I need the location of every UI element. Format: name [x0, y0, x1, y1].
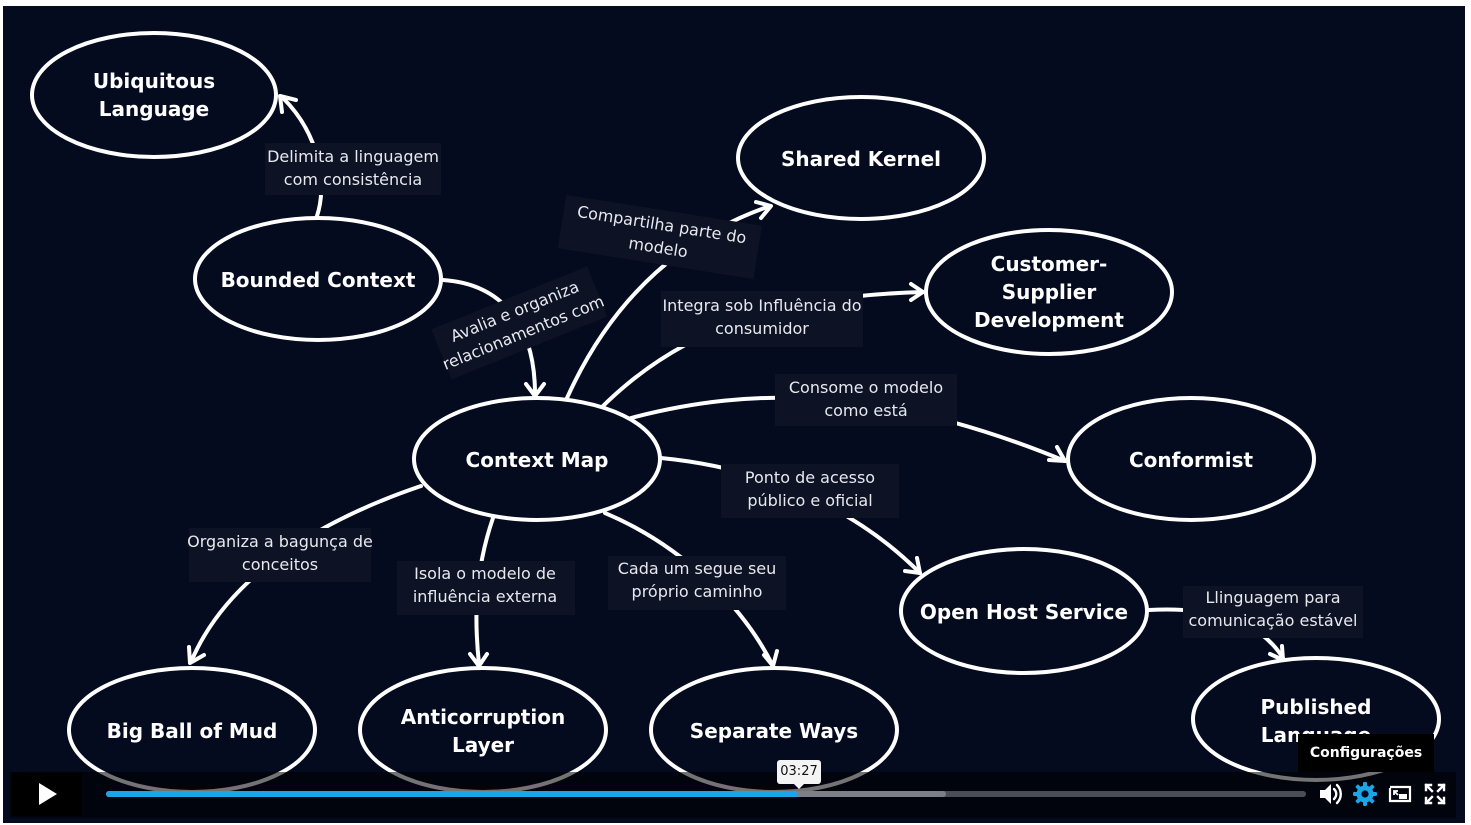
play-button[interactable] — [12, 772, 82, 816]
label-ponto: Ponto de acesso público e oficial — [721, 464, 899, 518]
arrowhead-contextmap — [524, 382, 546, 398]
label-integra-line-1: Integra sob Influência do — [662, 296, 861, 315]
node-shared-kernel: Shared Kernel — [736, 95, 986, 221]
arrowhead-shared — [754, 200, 773, 220]
label-delimita-line-1: Delimita a linguagem — [267, 147, 439, 166]
arrowhead-bigball — [187, 645, 206, 665]
volume-icon[interactable] — [1316, 780, 1344, 808]
video-player[interactable]: Delimita a linguagem com consistência Co… — [3, 6, 1465, 823]
label-consome-line-2: como está — [824, 401, 907, 420]
node-anticorruption-line-1: Anticorruption — [401, 705, 565, 729]
node-big-ball-of-mud: Big Ball of Mud — [67, 666, 317, 794]
label-organiza: Organiza a bagunça de conceitos — [187, 528, 373, 582]
label-isola-line-1: Isola o modelo de — [414, 564, 556, 583]
edge-contextmap-to-shared — [565, 204, 772, 400]
arrowhead-conformist — [1047, 445, 1067, 463]
node-conformist-line-1: Conformist — [1129, 448, 1254, 472]
node-big-ball-line-1: Big Ball of Mud — [107, 719, 278, 743]
node-customer-line-3: Development — [974, 308, 1124, 332]
node-separate-ways: Separate Ways — [649, 666, 899, 794]
play-icon — [39, 783, 57, 805]
label-delimita: Delimita a linguagem com consistência — [265, 143, 441, 195]
node-conformist: Conformist — [1066, 396, 1316, 522]
label-organiza-line-1: Organiza a bagunça de — [187, 532, 373, 551]
node-shared-kernel-line-1: Shared Kernel — [781, 147, 941, 171]
node-ubiquitous-line-2: Language — [99, 97, 209, 121]
label-llinguagem-line-2: comunicação estável — [1189, 611, 1358, 630]
player-control-bar — [10, 772, 1456, 818]
label-consome: Consome o modelo como está — [775, 374, 957, 426]
label-organiza-line-2: conceitos — [242, 555, 318, 574]
label-consome-line-1: Consome o modelo — [789, 378, 943, 397]
label-cada: Cada um segue seu próprio caminho — [608, 556, 786, 610]
arrowhead-separate — [762, 649, 779, 668]
arrowhead-customer — [909, 282, 925, 302]
time-tooltip: 03:27 — [777, 760, 821, 789]
label-cada-line-2: próprio caminho — [632, 582, 763, 601]
picture-in-picture-icon[interactable] — [1386, 780, 1414, 808]
node-ubiquitous-language: Ubiquitous Language — [30, 31, 278, 159]
node-bounded-context: Bounded Context — [193, 216, 443, 342]
node-customer-line-2: Supplier — [1002, 280, 1097, 304]
arrowhead-ubiquitous — [278, 94, 298, 114]
fullscreen-icon[interactable] — [1421, 780, 1449, 808]
node-anticorruption-layer: Anticorruption Layer — [358, 666, 608, 794]
node-customer-supplier: Customer- Supplier Development — [924, 228, 1174, 356]
label-ponto-line-2: público e oficial — [747, 491, 872, 510]
label-isola-line-2: influência externa — [413, 587, 557, 606]
node-context-map: Context Map — [412, 396, 662, 522]
label-integra: Integra sob Influência do consumidor — [661, 291, 863, 347]
node-bounded-context-line-1: Bounded Context — [221, 268, 416, 292]
node-open-host-line-1: Open Host Service — [920, 600, 1128, 624]
label-llinguagem: Llinguagem para comunicação estável — [1183, 586, 1363, 638]
context-map-diagram: Delimita a linguagem com consistência Co… — [30, 31, 1441, 794]
label-ponto-line-1: Ponto de acesso — [745, 468, 875, 487]
label-isola: Isola o modelo de influência externa — [397, 561, 575, 615]
node-separate-ways-line-1: Separate Ways — [690, 719, 858, 743]
settings-tooltip: Configurações — [1298, 734, 1434, 772]
label-integra-line-2: consumidor — [715, 319, 809, 338]
progress-played — [106, 791, 799, 797]
label-cada-line-1: Cada um segue seu — [618, 559, 777, 578]
node-ubiquitous-line-1: Ubiquitous — [93, 69, 215, 93]
label-delimita-line-2: com consistência — [284, 170, 422, 189]
node-open-host-service: Open Host Service — [899, 547, 1149, 675]
node-anticorruption-line-2: Layer — [452, 733, 514, 757]
label-llinguagem-line-1: Llinguagem para — [1205, 588, 1340, 607]
progress-bar[interactable] — [106, 791, 1306, 797]
node-published-line-1: Published — [1261, 695, 1372, 719]
arrowhead-openhost — [903, 556, 922, 575]
node-customer-line-1: Customer- — [991, 252, 1108, 276]
node-context-map-line-1: Context Map — [466, 448, 609, 472]
gear-icon[interactable] — [1351, 780, 1379, 808]
arrowhead-anticorruption — [468, 652, 489, 668]
